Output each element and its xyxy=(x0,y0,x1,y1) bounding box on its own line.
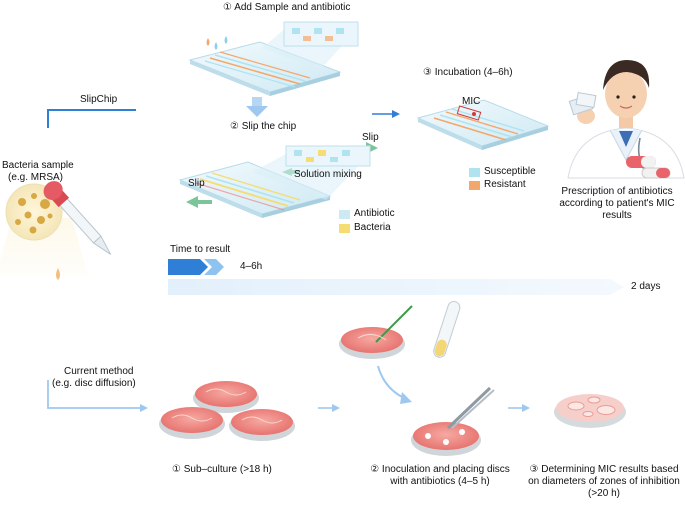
legend-susceptible-swatch xyxy=(469,168,480,177)
current-step2-label: ② Inoculation and placing discs with ant… xyxy=(370,464,510,487)
sample-title: Bacteria sample xyxy=(2,160,74,171)
current-step3-label: ③ Determining MIC results based on diame… xyxy=(528,464,680,499)
test-tube-icon xyxy=(433,301,461,358)
slip-left-label: Slip xyxy=(188,178,205,189)
sample-subtitle: (e.g. MRSA) xyxy=(8,172,64,183)
legend-resistant-label: Resistant xyxy=(484,179,526,190)
legend-bacteria-swatch xyxy=(339,224,350,233)
slip-left-arrow-icon xyxy=(186,196,212,208)
legend-susceptible-label: Susceptible xyxy=(484,166,536,177)
curved-arrow xyxy=(377,365,412,404)
legend-antibiotic-label: Antibiotic xyxy=(354,208,395,219)
chip-step3 xyxy=(416,99,550,150)
inoculation-dish xyxy=(339,305,413,359)
slow-time-label: 2 days xyxy=(631,281,661,292)
subculture-dishes xyxy=(159,381,295,441)
current-branch-arrow xyxy=(47,380,148,412)
time-to-result-label: Time to result xyxy=(170,244,231,255)
inoculation-loop-icon xyxy=(375,305,413,343)
slipchip-step2-label: ② Slip the chip xyxy=(230,121,297,132)
fast-time-label: 4–6h xyxy=(240,261,263,272)
prescription-label: Prescription of antibiotics according to… xyxy=(559,186,675,221)
current-step1-label: ① Sub–culture (>18 h) xyxy=(172,464,272,475)
legend-antibiotic-swatch xyxy=(339,210,350,219)
slipchip-step1-label: ① Add Sample and antibiotic xyxy=(223,2,351,13)
droplet-icon xyxy=(56,268,60,280)
bacteria-sample-illustration xyxy=(0,181,112,280)
chip-step1 xyxy=(188,21,359,96)
arrow-to-incubation xyxy=(372,110,400,118)
legend-bacteria-label: Bacteria xyxy=(354,222,391,233)
result-dish xyxy=(554,394,626,428)
fast-arrow-icon xyxy=(168,259,208,275)
tweezers-icon xyxy=(446,386,492,430)
legend-resistant-swatch xyxy=(469,181,480,190)
arrow-to-inoculation xyxy=(318,404,340,412)
slipchip-branch-arrow xyxy=(47,109,136,128)
slipchip-step3-label: ③ Incubation (4–6h) xyxy=(423,67,513,78)
mic-marker-icon xyxy=(472,112,476,116)
drop-icon xyxy=(224,36,228,44)
disc-dish xyxy=(411,386,495,456)
doctor-illustration xyxy=(567,60,685,179)
arrow-to-determination xyxy=(508,404,530,412)
chip-step2 xyxy=(178,142,378,218)
pipette-icon xyxy=(43,181,112,255)
mic-label: MIC xyxy=(462,96,481,107)
solution-mixing-label: Solution mixing xyxy=(294,169,362,180)
slipchip-branch-label: SlipChip xyxy=(80,94,118,105)
down-arrow-icon xyxy=(246,97,268,117)
slip-right-label: Slip xyxy=(362,132,379,143)
drop-icon xyxy=(206,38,210,46)
time-to-result-bars xyxy=(168,259,624,295)
drop-icon xyxy=(214,42,218,50)
current-branch-sublabel: (e.g. disc diffusion) xyxy=(52,378,136,389)
current-branch-label: Current method xyxy=(64,366,134,377)
